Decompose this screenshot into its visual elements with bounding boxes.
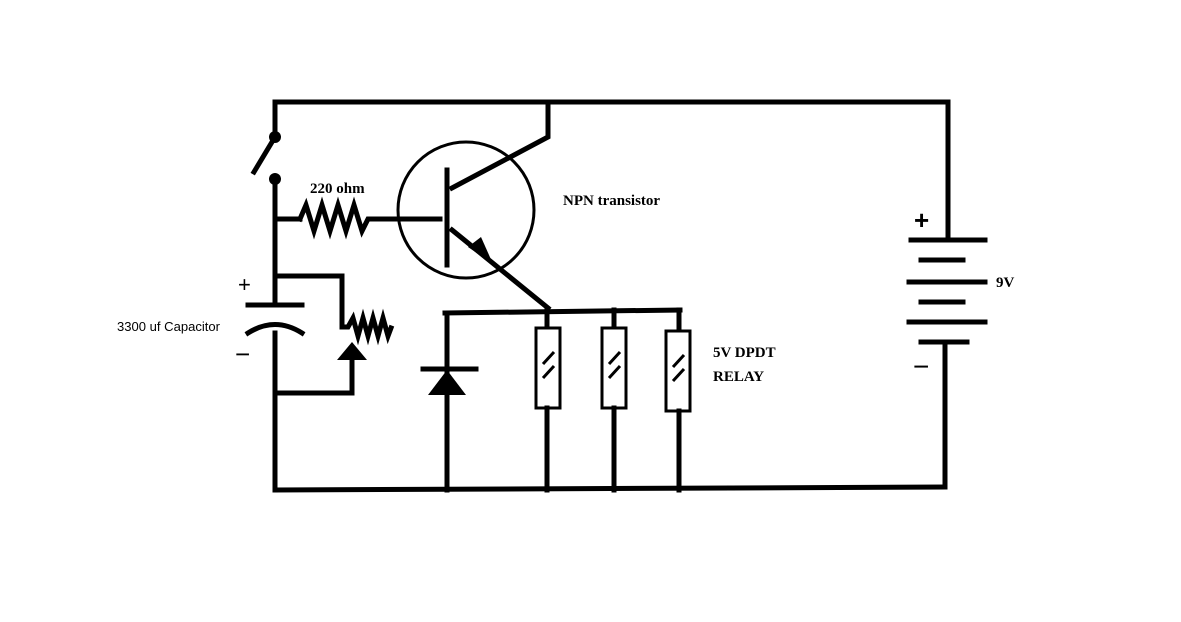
capacitor-minus-sign: − (235, 339, 250, 369)
npn-transistor (396, 140, 536, 280)
relay-1 (534, 307, 562, 493)
switch (250, 131, 281, 185)
relay-3 (664, 307, 692, 493)
battery-label: 9V (996, 275, 1015, 291)
battery (906, 237, 988, 345)
battery-minus-sign: − (913, 351, 929, 382)
capacitor-label: 3300 uf Capacitor (117, 319, 221, 334)
battery-plus-sign: + (914, 205, 929, 235)
resistor-220-ohm (296, 196, 376, 240)
resistor-label: 220 ohm (310, 181, 365, 197)
relay-label-line1: 5V DPDT (713, 345, 776, 361)
capacitor (244, 302, 306, 337)
relay-2 (600, 307, 628, 493)
relay-label-line2: RELAY (713, 369, 764, 385)
transistor-label: NPN transistor (563, 193, 660, 209)
diode (420, 366, 479, 395)
potentiometer (337, 308, 395, 360)
capacitor-plus-sign: + (238, 272, 251, 297)
